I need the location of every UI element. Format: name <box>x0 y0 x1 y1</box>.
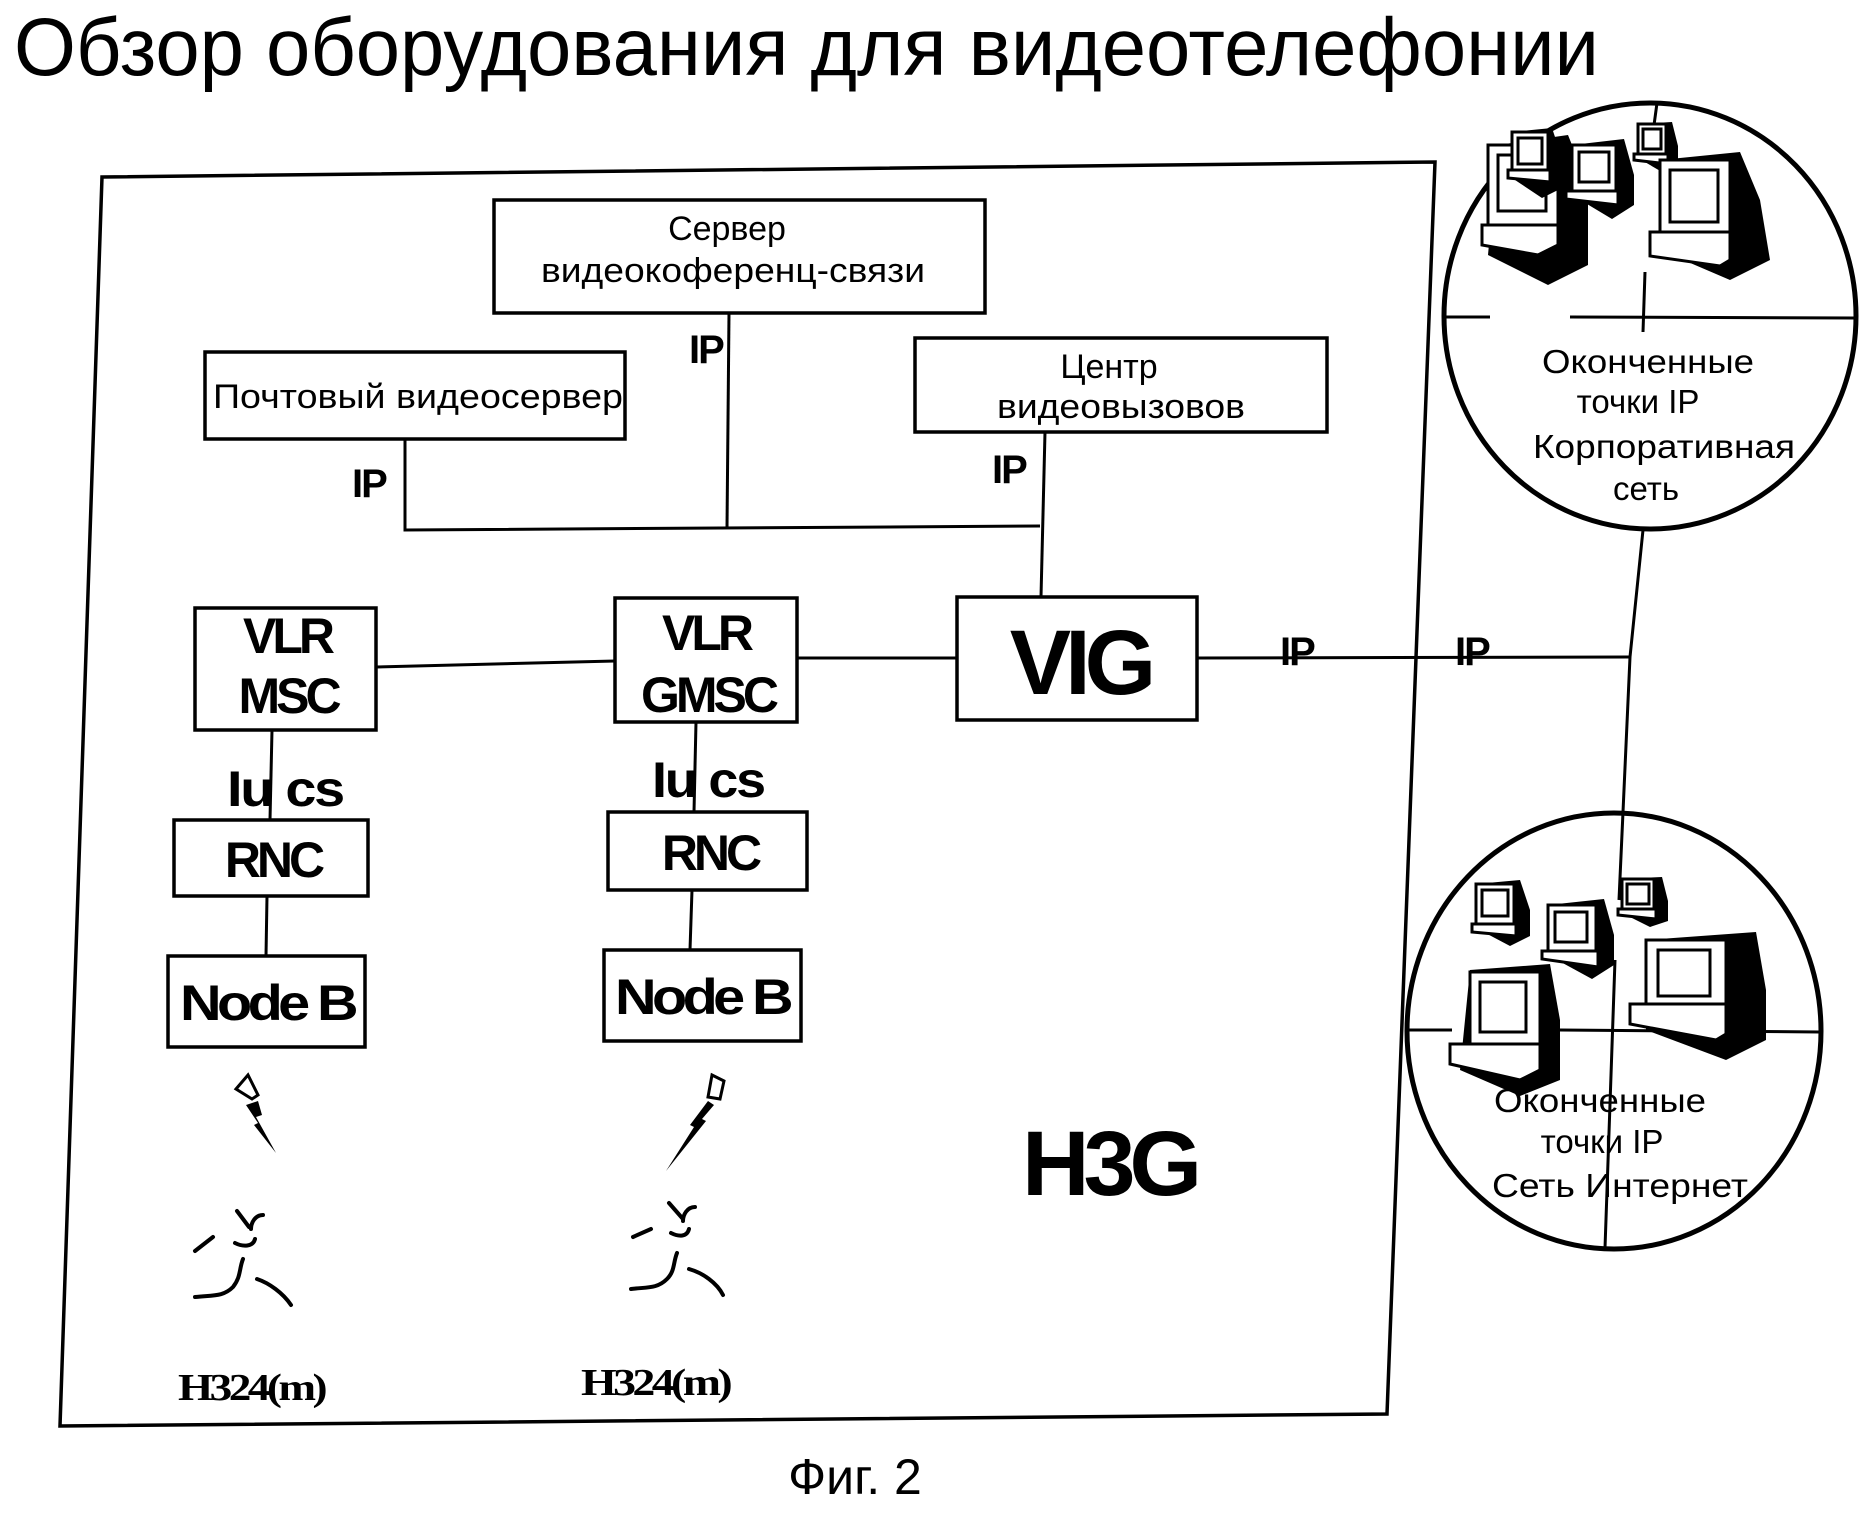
mail-server-box: Почтовый видеосервер <box>203 350 627 441</box>
corporate-label-3: Корпоративная <box>1533 428 1795 465</box>
right-iucs-label: Iu cs <box>652 752 764 808</box>
ip-label-vig-out: IP <box>1280 630 1315 674</box>
internet-endpoints-circle: Оконченные точки IP Сеть Интернет <box>1404 810 1824 1252</box>
left-rnc-nodeb-link <box>264 895 269 957</box>
internet-label-2: точки IP <box>1541 1123 1664 1160</box>
call-center-label-2: видеовызовов <box>997 388 1245 426</box>
computer-icon <box>1470 880 1530 946</box>
right-nodeb-label: Node B <box>615 969 791 1025</box>
corporate-label-4: сеть <box>1613 470 1679 507</box>
corporate-label-1: Оконченные <box>1542 343 1754 380</box>
internet-label-1: Оконченные <box>1494 1082 1706 1119</box>
internet-label-3: Сеть Интернет <box>1492 1167 1748 1204</box>
computer-icon <box>1506 128 1562 198</box>
person-icon <box>193 1209 293 1307</box>
left-nodeb-box: Node B <box>166 954 367 1049</box>
corporate-label-2: точки IP <box>1577 383 1700 420</box>
vlr-msc-box: VLR MSC <box>193 606 378 732</box>
left-nodeb-label: Node B <box>180 975 356 1031</box>
call-center-box: Центр видеовызовов <box>913 336 1329 434</box>
conference-server-label-2: видеокоференц-связи <box>541 252 925 290</box>
left-iucs-label: Iu cs <box>227 761 343 817</box>
vlr-gmsc-label-2: GMSC <box>641 667 778 723</box>
computer-icon <box>1616 877 1668 927</box>
ip-label-external: IP <box>1455 630 1490 674</box>
computer-icon <box>1564 139 1634 219</box>
lightning-icon <box>666 1072 726 1171</box>
left-terminal-label: H324(m) <box>178 1367 326 1409</box>
left-rnc-box: RNC <box>172 818 370 898</box>
left-iucs-link <box>268 729 274 821</box>
vlr-msc-label-1: VLR <box>243 608 335 664</box>
right-terminal-label: H324(m) <box>581 1362 731 1404</box>
page-title: Обзор оборудования для видеотелефонии <box>14 2 1599 93</box>
vig-label: VIG <box>1010 612 1151 714</box>
computer-icon <box>1540 899 1614 979</box>
left-rnc-label: RNC <box>225 832 324 888</box>
right-nodeb-box: Node B <box>602 948 803 1043</box>
mail-ip-link <box>403 439 1041 532</box>
mail-server-label: Почтовый видеосервер <box>213 378 623 416</box>
lightning-icon <box>233 1072 276 1153</box>
right-rnc-nodeb-link <box>688 889 694 951</box>
computer-icon <box>1448 964 1560 1096</box>
vlr-gmsc-label-1: VLR <box>662 605 754 661</box>
call-center-ip-link <box>1039 431 1047 598</box>
right-rnc-box: RNC <box>606 810 809 892</box>
ip-label-mail: IP <box>352 462 387 506</box>
right-iucs-link <box>692 721 698 813</box>
vig-box: VIG <box>955 595 1199 722</box>
call-center-label-1: Центр <box>1060 348 1157 386</box>
conference-server-label-1: Сервер <box>668 210 786 248</box>
corporate-endpoints-circle: Оконченные точки IP Корпоративная сеть <box>1441 100 1859 532</box>
vlr-gmsc-box: VLR GMSC <box>613 596 799 724</box>
vig-external-ip-link <box>1196 655 1631 660</box>
right-rnc-label: RNC <box>662 825 761 881</box>
conference-server-box: Сервер видеокоференц-связи <box>492 198 987 315</box>
h3g-network-frame <box>58 160 1437 1428</box>
vlr-msc-label-2: MSC <box>238 668 340 724</box>
endpoints-interconnect-line <box>1621 529 1645 813</box>
figure-caption: Фиг. 2 <box>788 1449 922 1505</box>
ip-label-call-center: IP <box>992 448 1027 492</box>
h3g-label: H3G <box>1022 1113 1196 1215</box>
computer-icon <box>1628 932 1766 1060</box>
computer-icon <box>1648 152 1770 280</box>
person-icon <box>629 1201 725 1297</box>
conference-ip-link <box>725 312 731 529</box>
ip-label-conference: IP <box>689 328 724 372</box>
msc-gmsc-link <box>375 659 616 669</box>
